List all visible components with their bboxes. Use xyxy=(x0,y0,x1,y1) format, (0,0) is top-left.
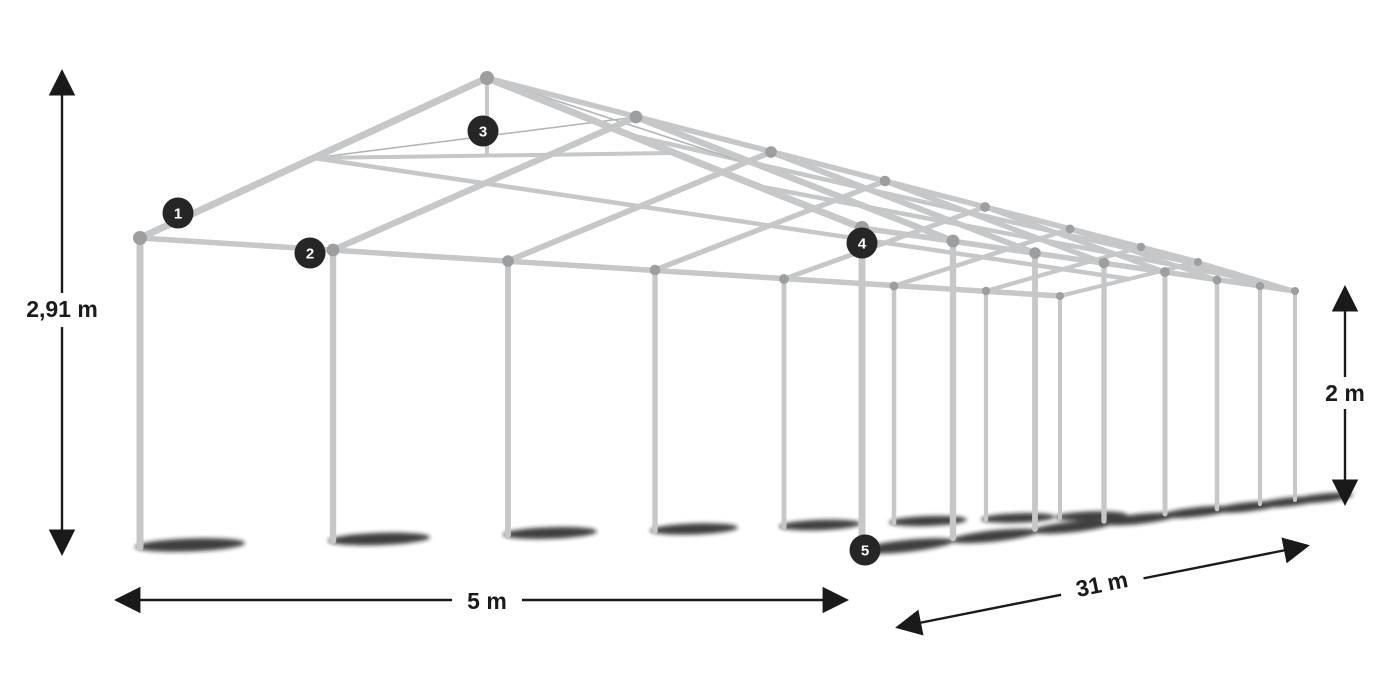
joint xyxy=(133,231,147,245)
post-shadow xyxy=(328,532,430,546)
frame-joints xyxy=(133,71,1299,300)
marker-circle[interactable] xyxy=(162,197,194,229)
joint xyxy=(326,243,340,257)
dimension-label-background xyxy=(14,293,110,327)
marker-3[interactable]: 3 xyxy=(467,115,499,147)
joint xyxy=(879,175,891,187)
joint xyxy=(1255,281,1265,291)
marker-number: 5 xyxy=(861,543,869,560)
dimension-label-background xyxy=(1057,560,1146,608)
post-shadow xyxy=(650,523,738,535)
joint xyxy=(480,71,494,85)
joint xyxy=(1194,258,1202,266)
post-shadow xyxy=(1031,520,1113,534)
post-shadow xyxy=(779,519,861,531)
marker-5[interactable]: 5 xyxy=(849,534,881,566)
dimension-label-total-height: 2,91 m xyxy=(26,296,98,322)
tent-frame xyxy=(136,74,1298,552)
joint xyxy=(946,234,960,248)
dimension-width: 5 m xyxy=(114,585,849,617)
marker-circle[interactable] xyxy=(294,237,326,269)
post-shadow xyxy=(503,526,597,540)
joint xyxy=(1029,247,1041,259)
marker-circle[interactable] xyxy=(849,534,881,566)
marker-4[interactable]: 4 xyxy=(846,227,878,259)
joint xyxy=(1136,242,1146,252)
purlin-right-upper xyxy=(627,132,1238,276)
joint xyxy=(1098,257,1110,269)
marker-2[interactable]: 2 xyxy=(294,237,326,269)
marker-circle[interactable] xyxy=(467,115,499,147)
joint xyxy=(981,286,991,296)
joint xyxy=(1160,267,1170,277)
dimension-label-length: 31 m xyxy=(1074,566,1131,602)
dimension-total-height: 2,91 m xyxy=(14,69,110,556)
post-shadow xyxy=(135,538,245,552)
post-shadow xyxy=(981,513,1055,523)
hotspot-markers: 1 2 3 4 5 xyxy=(162,115,881,566)
dimension-label-width: 5 m xyxy=(467,588,507,614)
joint xyxy=(1291,287,1299,295)
dimension-side-height: 2 m xyxy=(1312,285,1378,506)
joint xyxy=(1212,275,1222,285)
marker-1[interactable]: 1 xyxy=(162,197,194,229)
marker-number: 3 xyxy=(479,124,487,141)
joint xyxy=(1065,224,1075,234)
joint xyxy=(502,255,514,267)
ground-shadows xyxy=(135,492,1353,554)
eave-beam-right xyxy=(859,225,1298,294)
post-shadow xyxy=(889,515,967,527)
marker-circle[interactable] xyxy=(846,227,878,259)
gable-tie-bar xyxy=(312,151,677,160)
joint xyxy=(765,146,777,158)
dimension-label-background xyxy=(452,585,522,617)
joint xyxy=(980,202,990,212)
purlin-left-mid xyxy=(311,155,1132,282)
marker-number: 2 xyxy=(306,246,314,263)
post-shadow xyxy=(1055,511,1127,521)
joint xyxy=(1056,292,1064,300)
dimension-length: 31 m xyxy=(895,537,1310,636)
joint xyxy=(649,264,661,276)
joint xyxy=(629,110,643,124)
eave-beam-left xyxy=(137,235,1063,299)
marker-number: 4 xyxy=(858,236,867,253)
marker-number: 1 xyxy=(174,206,182,223)
post-shadow xyxy=(950,528,1038,544)
post-shadow xyxy=(1100,512,1178,526)
dimension-label-background xyxy=(1312,377,1378,409)
dimension-label-side-height: 2 m xyxy=(1325,380,1365,406)
joint xyxy=(889,281,899,291)
joint xyxy=(779,274,789,284)
